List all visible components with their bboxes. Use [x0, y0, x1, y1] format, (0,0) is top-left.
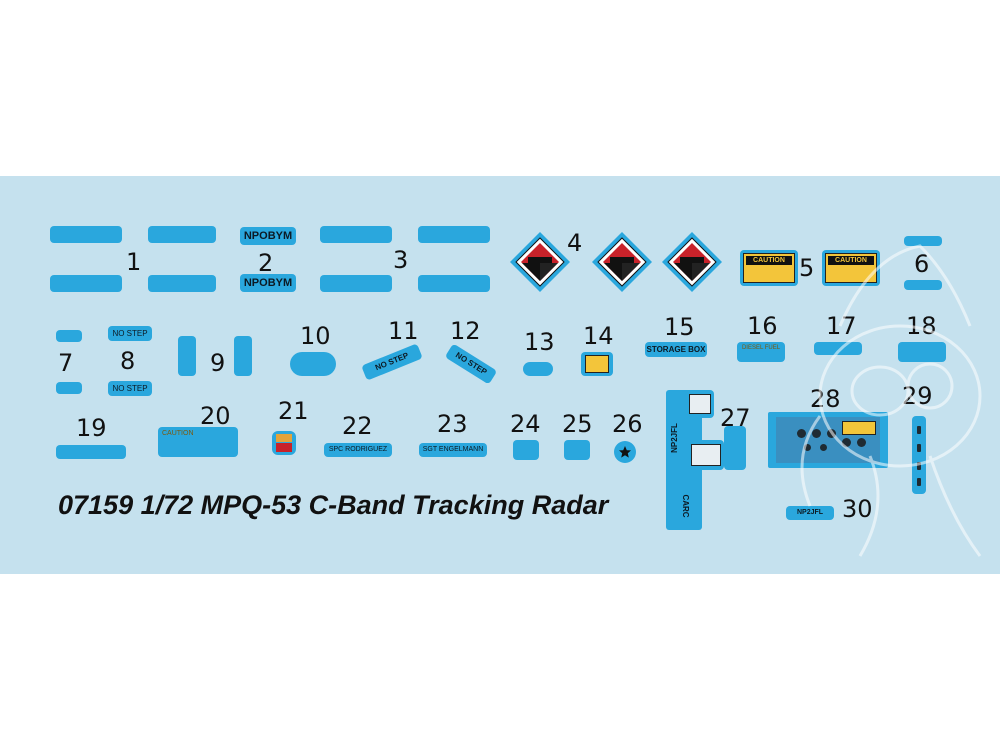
decal-23 — [419, 443, 487, 457]
decal-number: 9 — [210, 349, 226, 377]
decal-2-npobym-top — [240, 227, 296, 245]
instrument-panel — [689, 394, 711, 414]
watermark-mascot — [800, 244, 982, 557]
decal-3b — [320, 275, 392, 292]
decal-2a — [148, 226, 216, 243]
caution-sign: CAUTION — [825, 253, 877, 283]
diesel-fuel-label: DIESEL FUEL — [741, 345, 781, 351]
decal-1a — [50, 226, 122, 243]
decal-number: 10 — [300, 322, 331, 350]
decal-2-npobym-bottom — [240, 274, 296, 292]
decal-8b — [108, 381, 152, 396]
decal-number: 24 — [510, 410, 541, 438]
decal-22 — [324, 443, 392, 457]
caution-sign: CAUTION — [743, 253, 795, 283]
decal-29 — [912, 416, 926, 494]
sheet-title: 07159 1/72 MPQ-53 C-Band Tracking Radar — [58, 490, 609, 520]
decal-number: 3 — [393, 246, 409, 274]
no-step-label: NO STEP — [112, 384, 148, 393]
decal-21-top — [276, 434, 292, 442]
decal-number: 30 — [842, 495, 873, 523]
gauge-icon — [797, 429, 806, 438]
decal-number: 25 — [562, 410, 593, 438]
no-step-label: NO STEP — [112, 329, 148, 338]
decal-9a — [178, 336, 196, 376]
decal-20 — [158, 427, 238, 457]
decal-number: 27 — [720, 404, 751, 432]
decal-3c — [418, 226, 490, 243]
caution-sign — [842, 421, 876, 435]
decal-7b — [56, 382, 82, 394]
decal-30 — [786, 506, 834, 520]
decal-sheet: 1 NPOBYM NPOBYM 2 3 — [0, 176, 1000, 574]
decal-number: 2 — [258, 249, 274, 277]
decal-27-side — [724, 426, 746, 470]
decal-number: 16 — [747, 312, 778, 340]
spc-rodriguez-label: SPC RODRIGUEZ — [328, 446, 388, 453]
decal-number: 22 — [342, 412, 373, 440]
decal-number: 1 — [126, 248, 142, 276]
decal-8a — [108, 326, 152, 341]
decal-number: 7 — [58, 349, 74, 377]
decal-2b — [148, 275, 216, 292]
decal-29-mark — [917, 444, 921, 452]
gauge-icon — [857, 438, 866, 447]
decal-7a — [56, 330, 82, 342]
caution-expansion-label: CAUTION — [162, 430, 194, 437]
instrument-panel — [691, 444, 721, 466]
carc-label: CARC — [681, 494, 690, 518]
decal-29-mark — [917, 462, 921, 470]
decal-25 — [564, 440, 590, 460]
decal-10 — [290, 352, 336, 376]
decal-number: 26 — [612, 410, 643, 438]
warning-diamond — [662, 232, 722, 292]
npobym-label: NPOBYM — [243, 230, 293, 242]
decal-24 — [513, 440, 539, 460]
warning-diamonds — [510, 232, 722, 292]
decal-number: 13 — [524, 328, 555, 356]
decal-number: 6 — [914, 250, 930, 278]
gauge-icon — [812, 429, 821, 438]
decal-19 — [56, 445, 126, 459]
gauge-icon — [820, 444, 827, 451]
decal-9b — [234, 336, 252, 376]
decal-number: 20 — [200, 402, 231, 430]
decal-13 — [523, 362, 553, 376]
decal-number: 21 — [278, 397, 309, 425]
decal-6b — [904, 280, 942, 290]
decal-29-mark — [917, 426, 921, 434]
decal-number: 4 — [567, 229, 583, 257]
decal-29-mark — [917, 478, 921, 486]
decal-number: 19 — [76, 414, 107, 442]
decal-number: 23 — [437, 410, 468, 438]
decal-1b — [50, 275, 122, 292]
decal-number: 5 — [799, 254, 815, 282]
sgt-engelmann-label: SGT ENGELMANN — [422, 446, 484, 453]
decal-3a — [320, 226, 392, 243]
decal-18 — [898, 342, 946, 362]
no-step-label: NO STEP — [453, 350, 489, 377]
decal-number: 11 — [388, 317, 419, 345]
np2jfl-label: NP2JFL — [796, 509, 824, 516]
decal-number: 12 — [450, 317, 481, 345]
star-icon — [619, 446, 631, 458]
gauge-icon — [804, 444, 811, 451]
storage-box-label: STORAGE BOX — [646, 345, 706, 354]
warning-diamond — [592, 232, 652, 292]
decal-number: 28 — [810, 385, 841, 413]
decal-number: 8 — [120, 347, 136, 375]
npobym-label: NPOBYM — [243, 277, 293, 289]
decal-15 — [645, 342, 707, 357]
decal-16 — [737, 342, 785, 362]
gauge-icon — [842, 438, 851, 447]
decal-3d — [418, 275, 490, 292]
decal-6a — [904, 236, 942, 246]
decal-17 — [814, 342, 862, 355]
np2jfl-label: NP2JFL — [670, 423, 679, 453]
decal-number: 15 — [664, 313, 695, 341]
decal-number: 14 — [583, 322, 614, 350]
decal-21-bottom — [276, 443, 292, 452]
warning-diamond — [510, 232, 570, 292]
caution-sign — [585, 355, 609, 373]
